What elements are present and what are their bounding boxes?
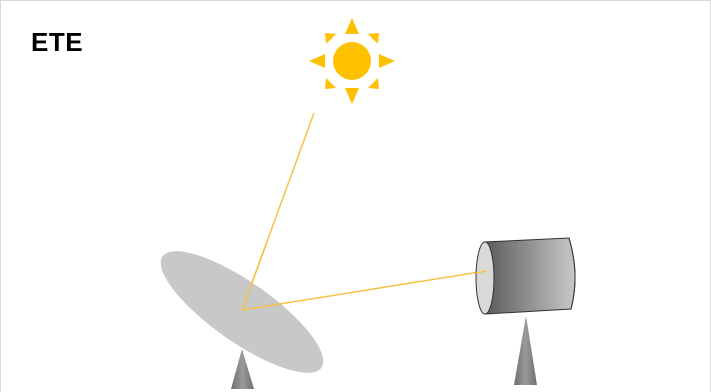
reflected-ray [241,270,487,311]
diagram-title: ETE [31,27,84,57]
receiver-stand [514,316,537,385]
reflected-ray-end [475,270,487,274]
sun-icon [309,18,395,104]
receiver-face [475,241,495,315]
receiver-cylinder [475,237,576,315]
reflector-dish [160,251,324,373]
mirror-stand [231,349,254,389]
incident-ray-on-dish [241,244,267,311]
